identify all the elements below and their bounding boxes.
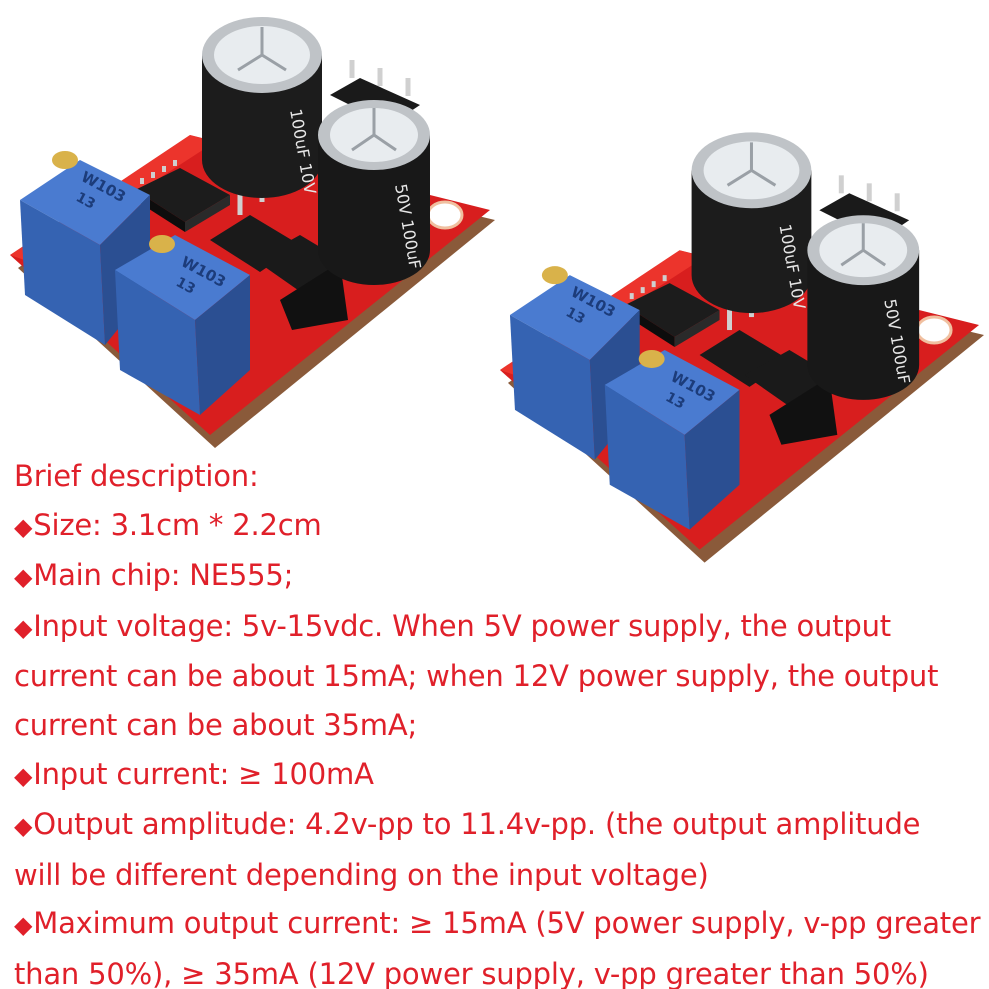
spec-input-current: ◆Input current: ≥ 100mA bbox=[14, 756, 374, 791]
adjust-screw-icon bbox=[541, 266, 568, 285]
adjust-screw-icon bbox=[638, 349, 665, 368]
pcb-board-left: 100uF 10V 50V 100uF W103 13 W103 13 bbox=[10, 17, 495, 448]
spec-input-voltage-cont-2: current can be about 35mA; bbox=[14, 707, 418, 742]
spec-max-output-current: ◆Maximum output current: ≥ 15mA (5V powe… bbox=[14, 906, 981, 941]
diamond-bullet-icon: ◆ bbox=[14, 911, 33, 940]
spec-chip: ◆Main chip: NE555; bbox=[14, 558, 294, 593]
spec-input-voltage-cont-1: current can be about 15mA; when 12V powe… bbox=[14, 659, 939, 694]
spec-size: ◆Size: 3.1cm * 2.2cm bbox=[14, 507, 322, 542]
spec-output-amplitude: ◆Output amplitude: 4.2v-pp to 11.4v-pp. … bbox=[14, 807, 921, 842]
diamond-bullet-icon: ◆ bbox=[14, 812, 33, 841]
diamond-bullet-icon: ◆ bbox=[14, 613, 33, 642]
diamond-bullet-icon: ◆ bbox=[14, 761, 33, 790]
spec-input-voltage: ◆Input voltage: 5v-15vdc. When 5V power … bbox=[14, 608, 891, 643]
electrolytic-capacitor-2: 50V 100uF bbox=[807, 215, 920, 400]
spec-output-amplitude-cont: will be different depending on the input… bbox=[14, 857, 709, 892]
adjust-screw-icon bbox=[149, 235, 175, 253]
mounting-hole bbox=[915, 315, 953, 345]
diamond-bullet-icon: ◆ bbox=[14, 512, 33, 541]
mounting-hole bbox=[426, 200, 464, 230]
spec-max-output-current-cont: than 50%), ≥ 35mA (12V power supply, v-p… bbox=[14, 956, 929, 989]
trimmer-potentiometer-2: W103 13 bbox=[604, 349, 740, 530]
electrolytic-capacitor-1: 100uF 10V bbox=[691, 132, 812, 314]
description-heading: Brief description: bbox=[14, 459, 259, 493]
adjust-screw-icon bbox=[52, 151, 78, 169]
electrolytic-capacitor-1: 100uF 10V bbox=[202, 17, 322, 198]
trimmer-potentiometer-2: W103 13 bbox=[115, 235, 250, 415]
product-description: Brief description: ◆Size: 3.1cm * 2.2cm … bbox=[14, 452, 981, 989]
electrolytic-capacitor-2: 50V 100uF bbox=[318, 100, 430, 285]
diamond-bullet-icon: ◆ bbox=[14, 563, 33, 592]
pcb-board-right: 100uF 10V 50V 100uF W103 13 W103 13 bbox=[499, 132, 985, 563]
